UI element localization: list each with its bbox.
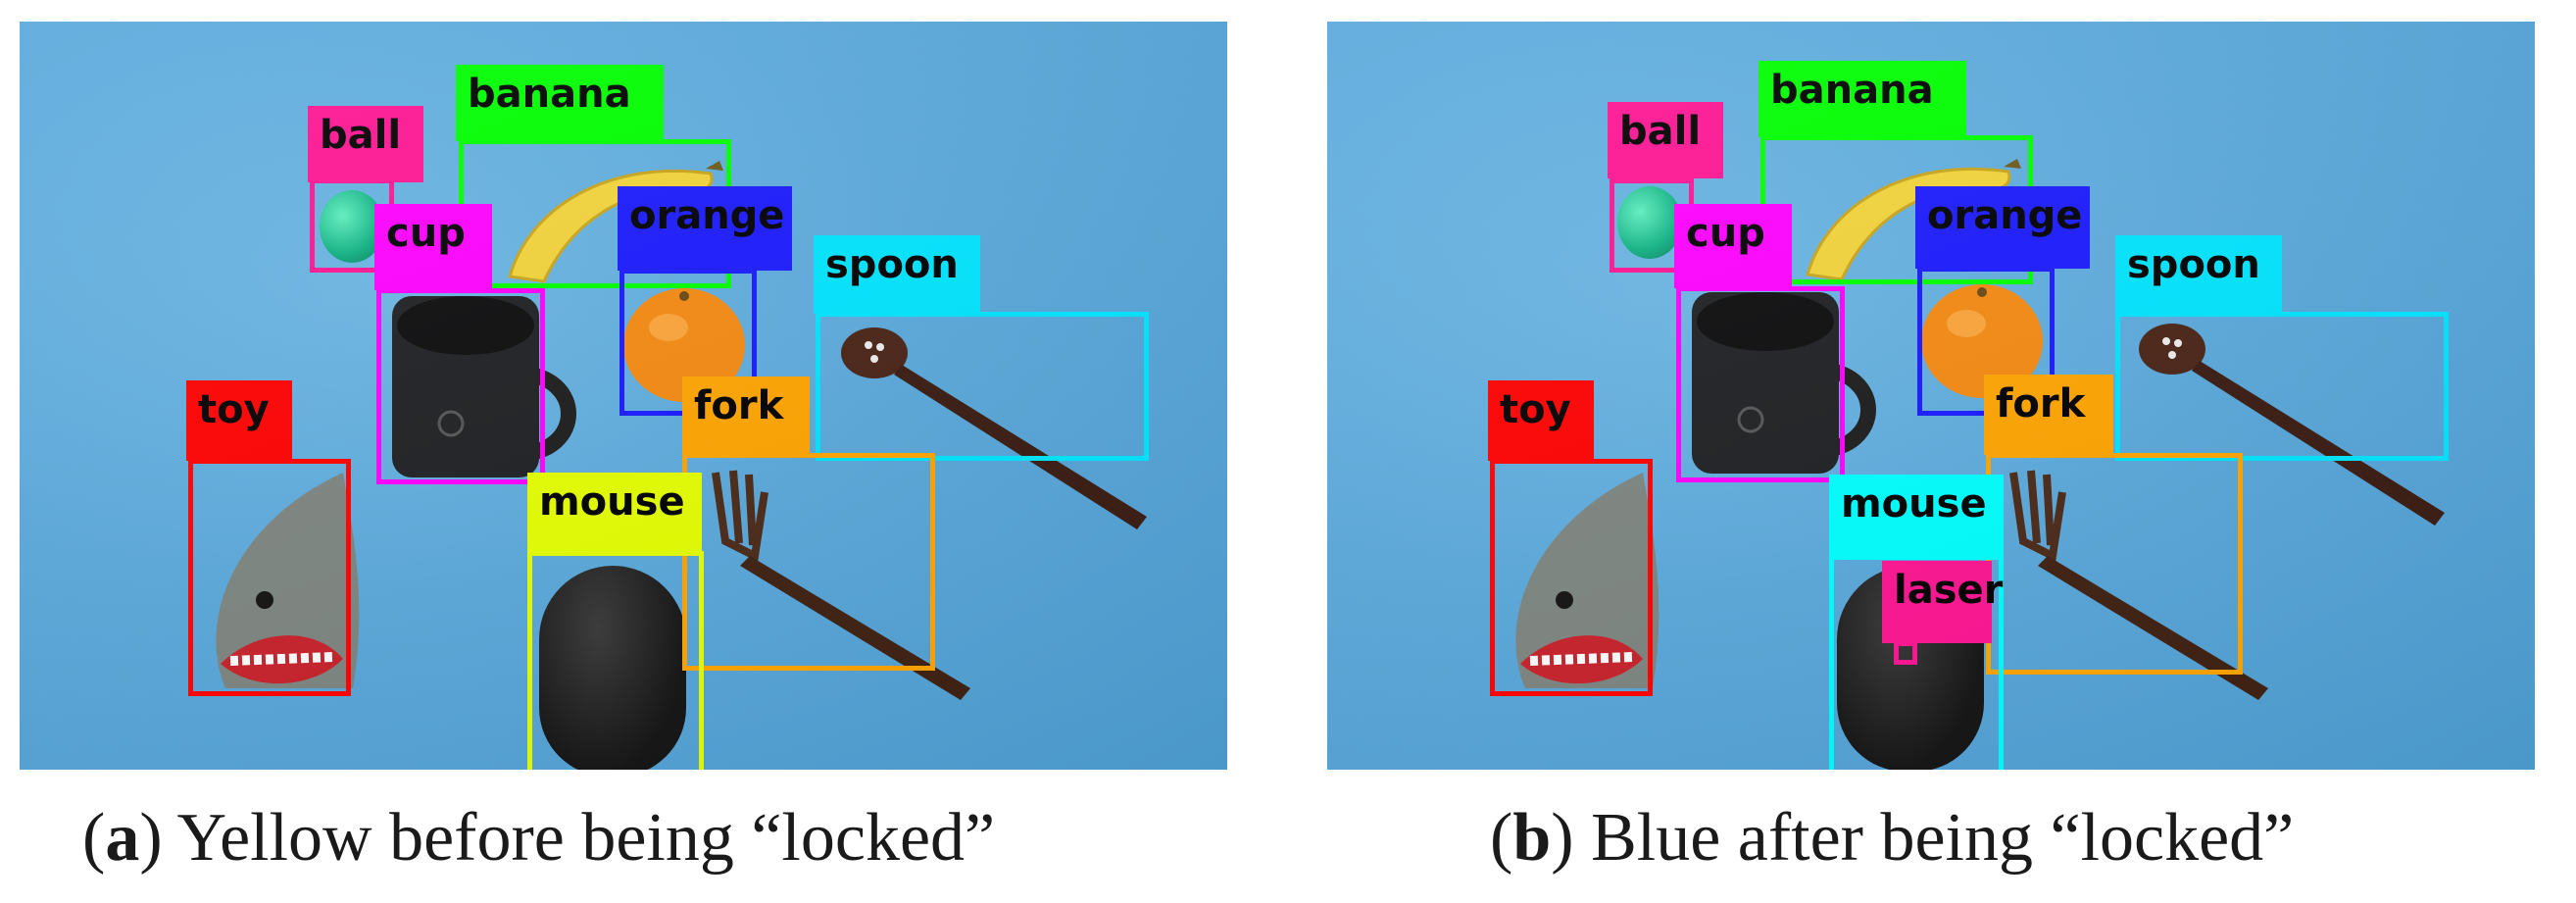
toy-label: toy [1488, 380, 1594, 461]
toy-box [1490, 459, 1653, 696]
laser-label: laser [1882, 561, 2003, 643]
photo-panel-b: ball banana cup orange spoon toy fork mo… [1327, 22, 2535, 770]
orange-fruit [623, 288, 745, 402]
mouse-label: mouse [527, 473, 702, 553]
ball-label: ball [308, 106, 423, 182]
fork-box [1986, 453, 2243, 675]
orange-label: orange [618, 186, 792, 271]
banana [1806, 159, 2021, 281]
photo-panel-a: ball banana cup orange spoon toy fork mo… [20, 22, 1227, 770]
fork-label: fork [682, 376, 810, 455]
mouse-box [1829, 555, 2004, 770]
toy-label: toy [186, 380, 292, 461]
mouse-label: mouse [1829, 475, 2004, 557]
cup-box [376, 288, 545, 484]
spoon-box [816, 312, 1149, 461]
fork-box [682, 453, 935, 671]
mouse-box [527, 551, 704, 770]
mug [1692, 292, 1876, 474]
banana-label: banana [1759, 61, 1966, 137]
spoon-label: spoon [2115, 235, 2282, 314]
ball-label: ball [1608, 102, 1723, 178]
shark-toy [216, 473, 360, 688]
mug [392, 296, 576, 477]
ball [1617, 186, 1682, 259]
cup-box [1676, 286, 1845, 482]
banana-label: banana [456, 65, 664, 141]
caption-a: (a) Yellow before being “locked” [82, 800, 996, 876]
spoon-box [2115, 312, 2449, 461]
fork [712, 470, 970, 700]
caption-b: (b) Blue after being “locked” [1490, 800, 2295, 876]
fork [2009, 470, 2268, 700]
fork-label: fork [1984, 375, 2113, 455]
orange-label: orange [1915, 186, 2090, 269]
cup-label: cup [1674, 204, 1792, 288]
laser-box [1894, 641, 1917, 665]
banana [508, 161, 723, 283]
spoon [2139, 324, 2445, 526]
cup-label: cup [374, 204, 492, 290]
toy-box [188, 459, 351, 696]
ball [320, 190, 384, 263]
spoon [841, 327, 1147, 529]
spoon-label: spoon [814, 235, 980, 314]
shark-toy [1515, 473, 1660, 688]
computer-mouse [539, 566, 686, 770]
orange-fruit [1921, 284, 2043, 398]
